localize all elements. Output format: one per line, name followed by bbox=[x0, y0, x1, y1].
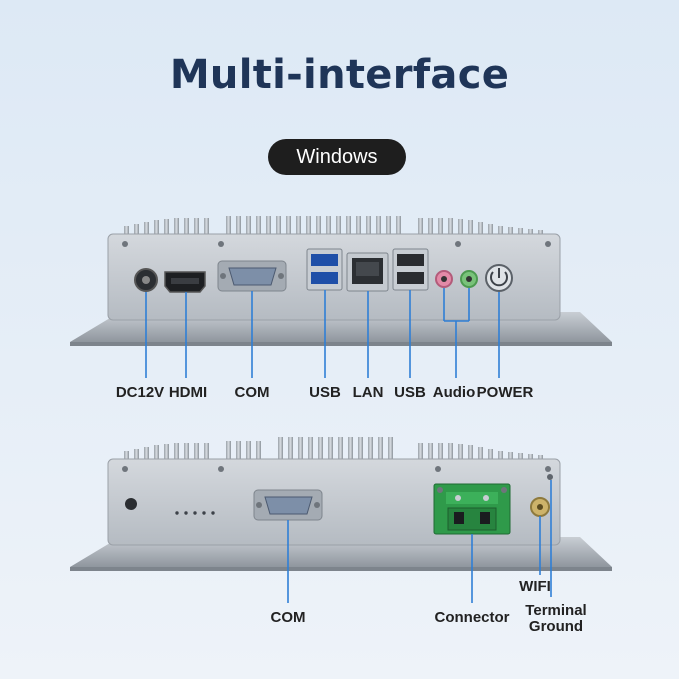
label-usb-left: USB bbox=[309, 384, 341, 401]
label-power: POWER bbox=[476, 384, 534, 401]
label-wifi: WIFI bbox=[519, 578, 551, 595]
terminal-ground-screw bbox=[547, 474, 553, 480]
os-badge: Windows bbox=[268, 139, 406, 175]
com-port-top bbox=[217, 260, 287, 292]
page-title: Multi-interface bbox=[169, 52, 510, 98]
label-hdmi: HDMI bbox=[168, 384, 208, 401]
bottom-leader-lines bbox=[287, 480, 552, 603]
dc12v-port bbox=[134, 268, 158, 292]
label-terminal-line1: Terminal bbox=[525, 602, 587, 619]
label-terminal-line2: Ground bbox=[528, 618, 584, 635]
lan-port bbox=[346, 252, 389, 292]
label-connector: Connector bbox=[434, 609, 510, 626]
top-leader-lines bbox=[145, 288, 500, 378]
label-dc12v: DC12V bbox=[115, 384, 165, 401]
audio-jacks bbox=[435, 270, 478, 288]
label-lan: LAN bbox=[352, 384, 384, 401]
usb-port-right bbox=[392, 248, 429, 291]
label-terminal-ground: Terminal Ground bbox=[525, 603, 586, 635]
label-usb-right: USB bbox=[394, 384, 426, 401]
led-dots bbox=[175, 511, 215, 515]
usb-port-left bbox=[306, 248, 343, 291]
label-audio: Audio bbox=[432, 384, 476, 401]
terminal-block-connector bbox=[433, 483, 511, 535]
label-com-bottom: COM bbox=[270, 609, 306, 626]
label-com-top: COM bbox=[234, 384, 270, 401]
wifi-antenna-connector bbox=[530, 497, 550, 517]
hdmi-port bbox=[164, 271, 206, 293]
power-button bbox=[485, 264, 513, 292]
indicator-hole bbox=[125, 498, 137, 510]
com-port-bottom bbox=[253, 489, 323, 521]
